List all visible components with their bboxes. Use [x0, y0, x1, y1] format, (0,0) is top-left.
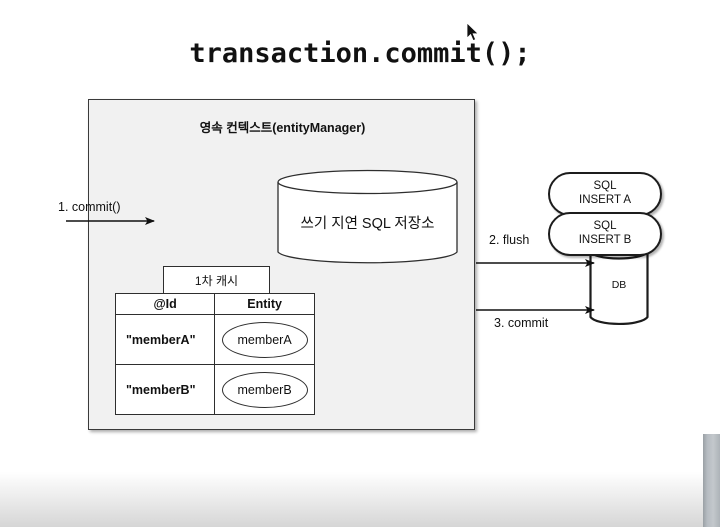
cylinder-shape: [277, 169, 458, 264]
entity-ellipse-wrap: memberA: [215, 321, 314, 358]
table-row: "memberB" memberB: [114, 364, 315, 415]
table-row: "memberA" memberA: [114, 314, 315, 365]
column-header-entity: Entity: [214, 293, 315, 315]
cell-entity-member-b: memberB: [214, 364, 315, 415]
first-level-cache-table: @Id Entity "memberA" memberA "memberB" m…: [114, 293, 315, 415]
entity-ellipse-member-b: memberB: [221, 371, 308, 408]
cell-id-member-b: "memberB": [114, 364, 216, 415]
table-header-row: @Id Entity: [114, 293, 315, 315]
sql-insert-a-pill: SQL INSERT A: [548, 172, 662, 216]
sql-insert-b-line2: INSERT B: [578, 234, 632, 246]
arrow-label-flush: 2. flush: [489, 233, 530, 247]
arrow-label-commit-db: 3. commit: [494, 316, 549, 330]
column-header-id: @Id: [114, 293, 216, 315]
entity-ellipse-member-a: memberA: [221, 321, 308, 358]
scrollbar-strip[interactable]: [703, 434, 720, 527]
sql-insert-b-pill: SQL INSERT B: [548, 212, 662, 256]
bottom-fade-overlay: [0, 472, 703, 527]
database-label: DB: [611, 279, 627, 291]
slide-title: transaction.commit();: [189, 38, 531, 69]
persistence-context-title: 영속 컨텍스트(entityManager): [199, 121, 366, 135]
cell-entity-member-a: memberA: [214, 314, 315, 365]
sql-store-label: 쓰기 지연 SQL 저장소: [300, 216, 435, 232]
cell-id-member-a: "memberA": [114, 314, 216, 365]
sql-store-cylinder: 쓰기 지연 SQL 저장소: [277, 169, 458, 264]
sql-insert-a-line1: SQL: [593, 180, 617, 193]
entity-ellipse-wrap: memberB: [215, 371, 314, 408]
sql-insert-b-line1: SQL: [593, 220, 617, 233]
sql-insert-a-line2: INSERT A: [579, 194, 631, 206]
mouse-pointer-icon: [466, 22, 479, 42]
first-level-cache-caption: 1차 캐시: [163, 266, 270, 294]
arrow-label-commit: 1. commit(): [58, 200, 121, 214]
